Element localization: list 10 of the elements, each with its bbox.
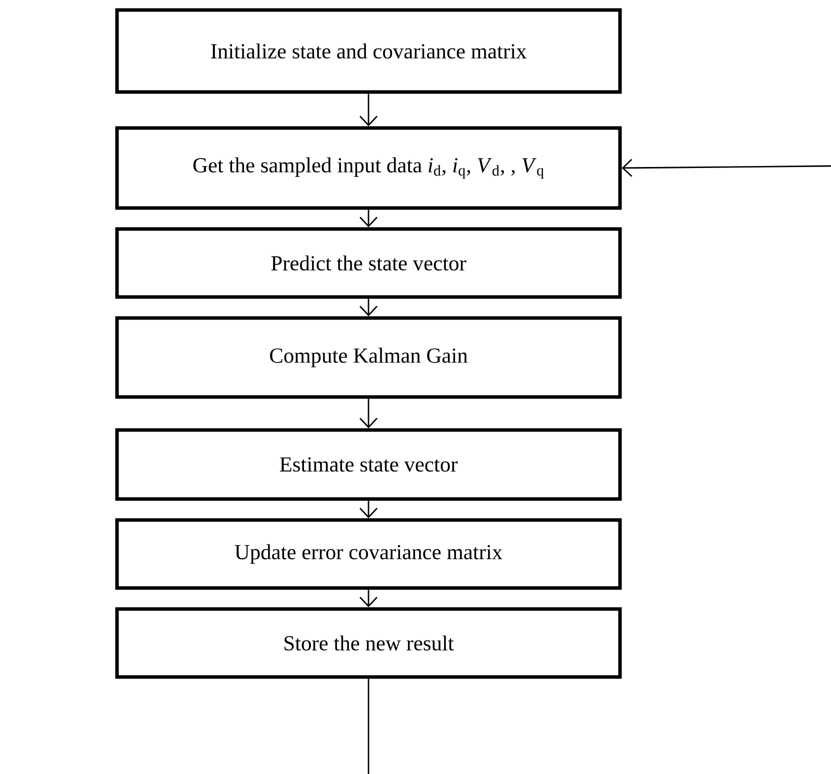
process-box: Get the sampled input data i$_{d}$, i$_{q}$, V$_{d}$, , V$_{q}$ — [115, 126, 622, 210]
process-box: Estimate state vector — [115, 428, 622, 501]
arrow — [622, 158, 831, 177]
process-box: Predict the state vector — [115, 227, 622, 299]
arrow — [360, 398, 378, 428]
arrow — [360, 94, 378, 126]
process-box: Store the new result — [115, 607, 622, 679]
process-box: Update error covariance matrix — [115, 518, 622, 590]
process-box: Initialize state and covariance matrix — [115, 8, 622, 94]
process-box: Compute Kalman Gain — [115, 316, 622, 399]
